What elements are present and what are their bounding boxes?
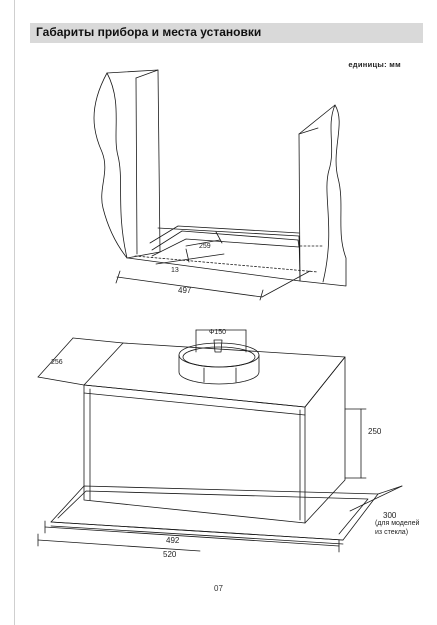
niche-right-wall-front xyxy=(322,104,336,283)
dim-label-497: 497 xyxy=(178,286,192,295)
dim-ext-256-bottom xyxy=(37,376,85,386)
niche-left-wall-inner-edge xyxy=(135,77,138,255)
dim-line-256 xyxy=(37,337,74,378)
dim-label-150: Ф150 xyxy=(209,329,226,336)
dim-line-13 xyxy=(155,253,225,265)
duct-damper xyxy=(213,339,223,353)
dim-label-300: 300 xyxy=(383,511,397,520)
duct-collar-body xyxy=(178,354,260,385)
duct-collar-inner xyxy=(182,346,256,368)
niche-left-wall-front xyxy=(106,72,128,259)
dim-tick-497-left xyxy=(115,270,121,284)
niche-left-wall xyxy=(93,69,161,259)
hood-front-top-edge xyxy=(83,392,306,416)
niche-floor xyxy=(127,227,301,282)
dim-label-520: 520 xyxy=(163,550,177,559)
niche-cutout xyxy=(149,225,300,244)
glass-note-line-2: из стекла) xyxy=(375,529,409,536)
dim-line-497 xyxy=(116,276,263,298)
page-margin-rule xyxy=(14,0,15,625)
dim-label-492: 492 xyxy=(166,536,180,545)
niche-right-wall xyxy=(298,104,347,287)
dim-ext-256-top xyxy=(72,337,124,344)
dim-label-13: 13 xyxy=(171,267,179,274)
hood-glass-panel-inner xyxy=(57,490,369,535)
page-number: 07 xyxy=(214,584,223,593)
hood-front-face xyxy=(83,384,306,524)
section-header: Габариты прибора и места установки xyxy=(30,23,423,43)
glass-model-note: (для моделей из стекла) xyxy=(375,519,419,537)
dim-tick-13 xyxy=(185,248,190,263)
dim-line-259 xyxy=(185,239,221,247)
dim-ext-300 xyxy=(377,485,403,495)
niche-left-wall-top-edge xyxy=(135,69,159,79)
hood-top-face xyxy=(83,342,346,408)
units-label: единицы: мм xyxy=(348,60,401,69)
hood-glass-front-edge-2 xyxy=(50,525,344,545)
dim-label-259: 259 xyxy=(199,243,211,250)
glass-note-line-1: (для моделей xyxy=(375,520,420,527)
dim-label-256: 256 xyxy=(51,359,63,366)
niche-dashed-edge xyxy=(134,255,319,273)
dim-line-300 xyxy=(349,485,403,512)
dim-ext-497-right xyxy=(261,270,311,298)
duct-collar-seams xyxy=(203,367,237,383)
dim-tick-497-right xyxy=(259,289,264,301)
section-title: Габариты прибора и места установки xyxy=(36,25,262,39)
dim-label-250: 250 xyxy=(368,427,382,436)
dim-line-492 xyxy=(44,526,340,547)
hood-drawing: Ф150 256 250 300 492 520 xyxy=(37,329,403,559)
niche-cutout-inner xyxy=(151,230,300,257)
dim-line-520 xyxy=(37,539,201,552)
installation-niche-drawing: 259 13 497 xyxy=(93,69,347,301)
hood-right-face xyxy=(304,356,346,524)
hood-glass-front-edge xyxy=(50,521,344,541)
niche-right-wall-top-edge xyxy=(298,127,319,135)
dim-tick-259 xyxy=(215,231,223,244)
